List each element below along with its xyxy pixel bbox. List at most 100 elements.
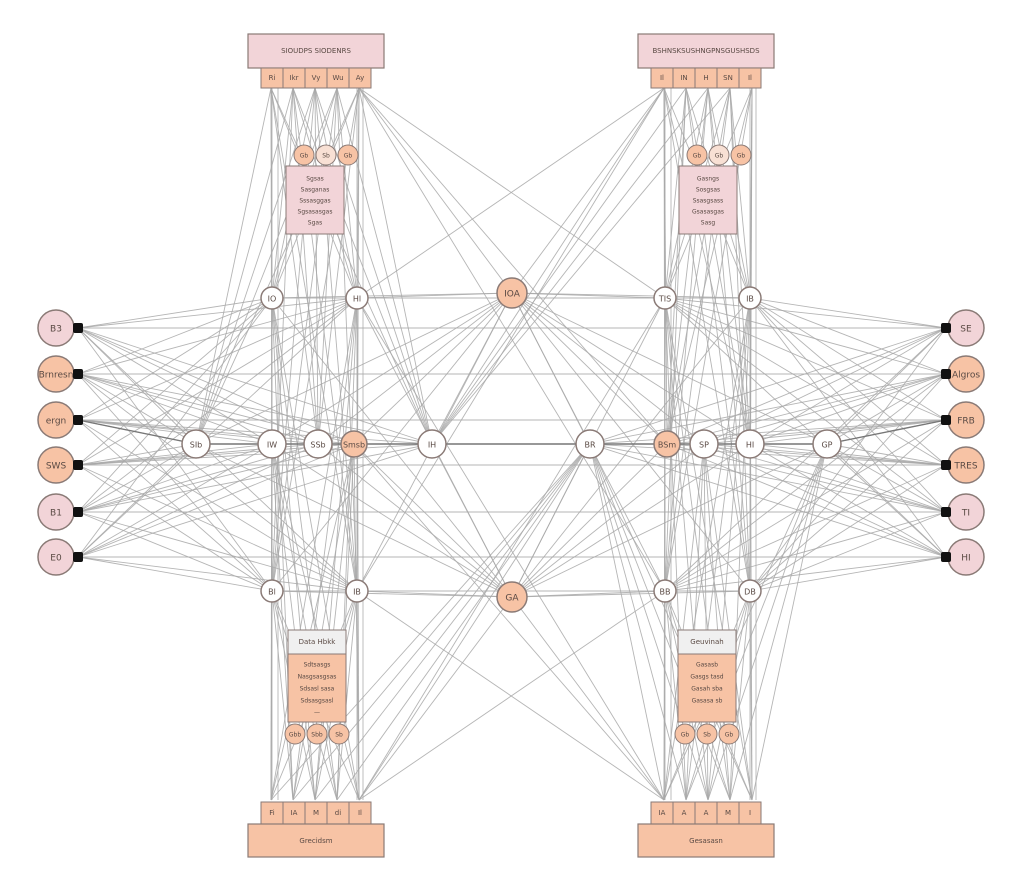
middle-node[interactable]: SP (689, 429, 719, 459)
chip[interactable] (306, 723, 328, 745)
port-handle[interactable] (73, 415, 83, 425)
output-node[interactable]: TI (947, 493, 985, 531)
port-handle[interactable] (941, 552, 951, 562)
edge (703, 443, 753, 801)
hidden-node-upper[interactable]: TIS (653, 286, 677, 310)
port-handle[interactable] (941, 460, 951, 470)
edge (666, 87, 687, 445)
chip[interactable] (718, 723, 740, 745)
edge (431, 87, 687, 445)
middle-node-shape (417, 429, 447, 459)
middle-node-label: HI (746, 441, 754, 450)
edge (353, 443, 360, 801)
module-port[interactable] (348, 67, 372, 89)
edge (663, 87, 751, 592)
port-handle[interactable] (941, 369, 951, 379)
input-node[interactable]: SWS (37, 446, 75, 484)
output-node[interactable]: FRB (947, 401, 985, 439)
middle-node[interactable]: BR (575, 429, 605, 459)
edge (666, 87, 753, 445)
hidden-node-lower-shape (653, 579, 677, 603)
module-title: Grecidsm (299, 837, 332, 845)
chip[interactable] (328, 723, 350, 745)
chip[interactable] (315, 144, 337, 166)
middle-node[interactable]: IH (417, 429, 447, 459)
module-header (247, 33, 385, 69)
chip[interactable] (696, 723, 718, 745)
edge (77, 419, 273, 592)
input-node-label: E0 (50, 554, 62, 564)
port-handle[interactable] (73, 460, 83, 470)
input-node[interactable]: Brnresn (37, 355, 75, 393)
chip[interactable] (293, 144, 315, 166)
output-node[interactable]: Algros (947, 355, 985, 393)
port-handle[interactable] (73, 323, 83, 333)
middle-node[interactable]: Smsb (340, 430, 368, 458)
hidden-node-upper[interactable]: IB (738, 286, 762, 310)
port-handle[interactable] (73, 552, 83, 562)
middle-node[interactable]: BSm (653, 430, 681, 458)
edge (77, 556, 358, 592)
input-node[interactable]: ergn (37, 401, 75, 439)
output-node[interactable]: SE (947, 309, 985, 347)
edge (271, 292, 513, 592)
edge (77, 443, 273, 466)
center-node-bottom[interactable]: GA (496, 581, 528, 613)
middle-node[interactable]: GP (812, 429, 842, 459)
chip-label: Sb (703, 732, 711, 739)
chip[interactable] (674, 723, 696, 745)
chip[interactable] (686, 144, 708, 166)
edge (589, 373, 947, 445)
input-node[interactable]: E0 (37, 538, 75, 576)
edge (270, 87, 319, 445)
middle-node[interactable]: IW (257, 429, 287, 459)
edge (511, 87, 665, 294)
port-handle[interactable] (941, 507, 951, 517)
chip[interactable] (337, 144, 359, 166)
input-node[interactable]: B1 (37, 493, 75, 531)
edge (664, 590, 687, 801)
edge (749, 373, 947, 445)
module-port-label: M (725, 809, 731, 817)
chip-label: Gbb (289, 732, 301, 739)
chip[interactable] (284, 723, 306, 745)
middle-node[interactable]: SSb (303, 429, 333, 459)
hidden-node-lower[interactable]: Bl (260, 579, 284, 603)
hidden-node-lower[interactable]: IB (345, 579, 369, 603)
edge (314, 87, 319, 445)
input-node[interactable]: B3 (37, 309, 75, 347)
module-port-label: Il (748, 74, 752, 82)
hidden-node-upper[interactable]: Hl (345, 286, 369, 310)
edge (271, 590, 294, 801)
hidden-node-lower[interactable]: DB (738, 579, 762, 603)
chip[interactable] (730, 144, 752, 166)
middle-node[interactable]: SIb (181, 429, 211, 459)
edge (664, 556, 947, 592)
hidden-node-upper[interactable]: IO (260, 286, 284, 310)
hidden-node-lower[interactable]: BB (653, 579, 677, 603)
chip[interactable] (708, 144, 730, 166)
edge (511, 443, 668, 598)
port-handle[interactable] (941, 415, 951, 425)
module-port[interactable] (738, 67, 762, 89)
edge (511, 443, 591, 598)
middle-node[interactable]: HI (735, 429, 765, 459)
module-title: BSHNSKSUSHNGPNSGUSHSDS (652, 47, 760, 55)
middle-node-shape (257, 429, 287, 459)
port-handle[interactable] (73, 369, 83, 379)
port-handle[interactable] (73, 507, 83, 517)
output-node[interactable]: HI (947, 538, 985, 576)
module-port-label: Vy (312, 74, 321, 82)
port-handle[interactable] (941, 323, 951, 333)
output-node[interactable]: TRES (947, 446, 985, 484)
input-node-label: B3 (50, 325, 62, 335)
center-node-top[interactable]: IOA (496, 277, 528, 309)
